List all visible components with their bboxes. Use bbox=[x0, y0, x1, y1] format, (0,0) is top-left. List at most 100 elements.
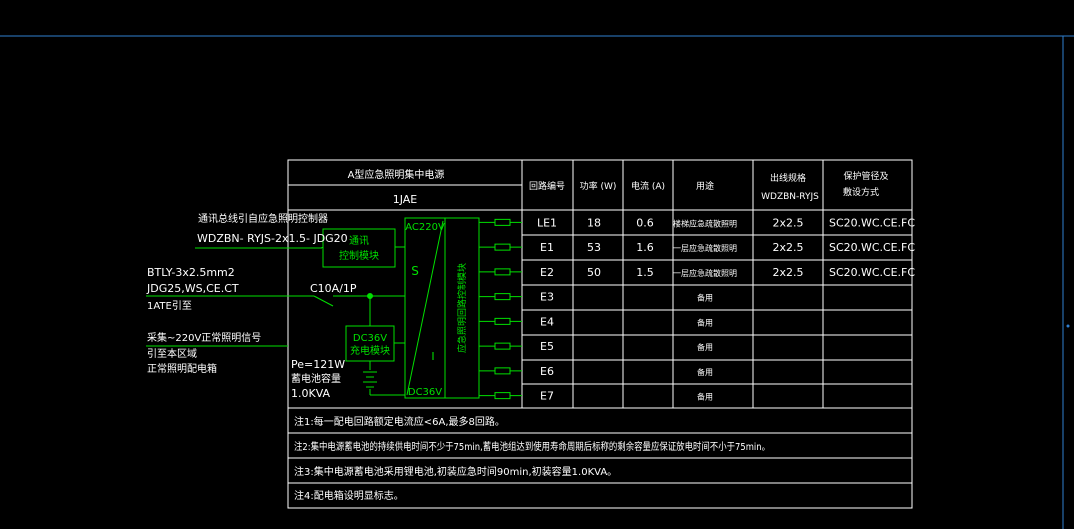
table-row: E4 备用 bbox=[540, 315, 713, 328]
charge-module-label: 充电模块 bbox=[350, 344, 390, 357]
power-cable: BTLY-3x2.5mm2 bbox=[147, 266, 235, 279]
note-4: 注4:配电箱设明显标志。 bbox=[294, 489, 404, 502]
table-grid bbox=[287, 159, 913, 509]
fuse-icon bbox=[494, 342, 511, 350]
table-row: E3 备用 bbox=[540, 291, 713, 304]
distribution-module-label: 应急照明回路控制模块 bbox=[456, 263, 468, 353]
fuse-icon bbox=[494, 367, 511, 375]
dc-voltage-label: DC36V bbox=[408, 387, 442, 398]
cable-spec: 2x2.5 bbox=[772, 266, 803, 279]
circuit-id: E7 bbox=[540, 390, 554, 403]
usage-text: 备用 bbox=[697, 342, 713, 352]
circuit-output-line bbox=[479, 218, 522, 226]
usage-text: 备用 bbox=[697, 317, 713, 327]
fuse-icon bbox=[494, 218, 511, 226]
comm-control-module bbox=[322, 228, 396, 268]
note-1: 注1:每一配电回路额定电流应<6A,最多8回路。 bbox=[294, 415, 505, 428]
table-row: E1 53 1.6 一层应急疏散照明 2x2.5 SC20.WC.CE.FC bbox=[540, 241, 915, 254]
comm-module-label: 通讯 bbox=[349, 235, 369, 247]
power-value: 18 bbox=[587, 216, 601, 229]
power-source: 1ATE引至 bbox=[147, 300, 192, 312]
signal-source: 采集~220V正常照明信号 bbox=[147, 331, 261, 344]
usage-text: 一层应急疏散照明 bbox=[673, 268, 737, 278]
table-row: E6 备用 bbox=[540, 365, 713, 378]
circuit-id: E6 bbox=[540, 365, 554, 378]
component-labels: 通讯 控制模块 DC36V 充电模块 AC220V DC36V S I 应急照明… bbox=[339, 222, 468, 398]
drawing-frame bbox=[0, 35, 1074, 529]
header-usage: 用途 bbox=[696, 180, 714, 192]
usage-text: 备用 bbox=[697, 293, 713, 303]
header-circuit: 回路编号 bbox=[529, 180, 565, 192]
circuit-output-line bbox=[479, 367, 522, 375]
circuit-id: E3 bbox=[540, 291, 554, 304]
fuse-icon bbox=[494, 268, 511, 276]
circuit-output-line bbox=[479, 293, 522, 301]
circuit-id: E2 bbox=[540, 266, 554, 279]
battery-power: Pe=121W bbox=[291, 358, 345, 371]
power-laying: JDG25,WS,CE.CT bbox=[146, 282, 239, 295]
cable-spec: 2x2.5 bbox=[772, 241, 803, 254]
usage-text: 楼梯应急疏散照明 bbox=[673, 218, 737, 228]
circuit-output-line bbox=[479, 317, 522, 325]
circuit-id: E4 bbox=[540, 315, 554, 328]
distribution-module bbox=[444, 217, 480, 399]
comm-module-label-2: 控制模块 bbox=[339, 249, 379, 262]
breaker-rating: C10A/1P bbox=[310, 282, 357, 295]
circuit-output-line bbox=[479, 268, 522, 276]
wiring bbox=[146, 217, 480, 399]
protection-spec: SC20.WC.CE.FC bbox=[829, 241, 915, 254]
table-row: E2 50 1.5 一层应急疏散照明 2x2.5 SC20.WC.CE.FC bbox=[540, 266, 915, 279]
header-power: 功率 (W) bbox=[580, 180, 617, 192]
fuse-icon bbox=[494, 392, 511, 400]
fuse-icon bbox=[494, 243, 511, 251]
note-3: 注3:集中电源蓄电池采用锂电池,初装应急时间90min,初装容量1.0KVA。 bbox=[294, 465, 617, 478]
header-cable-type: WDZBN-RYJS bbox=[761, 192, 819, 202]
frame-marker bbox=[1066, 324, 1070, 328]
charge-module-voltage: DC36V bbox=[353, 333, 387, 344]
circuit-id: E5 bbox=[540, 340, 554, 353]
signal-panel: 正常照明配电箱 bbox=[147, 362, 217, 375]
left-labels: 通讯总线引自应急照明控制器 WDZBN- RYJS-2x1.5- JDG20 B… bbox=[146, 212, 357, 400]
table-row: LE1 18 0.6 楼梯应急疏散照明 2x2.5 SC20.WC.CE.FC bbox=[537, 216, 915, 229]
converter-s-mark: S bbox=[411, 264, 419, 278]
comm-bus-cable: WDZBN- RYJS-2x1.5- JDG20 bbox=[197, 232, 348, 245]
header-current: 电流 (A) bbox=[631, 180, 665, 192]
protection-spec: SC20.WC.CE.FC bbox=[829, 266, 915, 279]
signal-area: 引至本区域 bbox=[147, 347, 197, 360]
cable-spec: 2x2.5 bbox=[772, 216, 803, 229]
notes: 注1:每一配电回路额定电流应<6A,最多8回路。 注2:集中电源蓄电池的持续供电… bbox=[294, 415, 770, 502]
table-row: E5 备用 bbox=[540, 340, 713, 353]
current-value: 0.6 bbox=[636, 216, 654, 229]
fuse-icon bbox=[494, 317, 511, 325]
battery-capacity-label: 蓄电池容量 bbox=[291, 372, 341, 385]
usage-text: 一层应急疏散照明 bbox=[673, 243, 737, 253]
header-protection: 保护管径及 bbox=[843, 170, 888, 182]
circuit-id: LE1 bbox=[537, 216, 557, 229]
circuit-id: E1 bbox=[540, 241, 554, 254]
circuit-output-line bbox=[479, 342, 522, 350]
battery-capacity: 1.0KVA bbox=[291, 387, 331, 400]
current-value: 1.6 bbox=[636, 241, 654, 254]
circuit-output-line bbox=[479, 392, 522, 400]
header-cable: 出线规格 bbox=[770, 172, 806, 184]
current-value: 1.5 bbox=[636, 266, 654, 279]
ac-voltage-label: AC220V bbox=[405, 222, 445, 233]
table-header: 回路编号 功率 (W) 电流 (A) 用途 出线规格 WDZBN-RYJS 保护… bbox=[529, 170, 889, 202]
comm-bus-source: 通讯总线引自应急照明控制器 bbox=[198, 212, 328, 225]
table-row: E7 备用 bbox=[540, 390, 713, 403]
usage-text: 备用 bbox=[697, 392, 713, 402]
fuse-icon bbox=[494, 293, 511, 301]
note-2: 注2:集中电源蓄电池的持续供电时间不少于75min,蓄电池组达到使用寿命周期后标… bbox=[294, 440, 770, 453]
power-value: 53 bbox=[587, 241, 601, 254]
panel-code: 1JAE bbox=[393, 193, 418, 206]
usage-text: 备用 bbox=[697, 367, 713, 377]
circuit-output-line bbox=[479, 243, 522, 251]
panel-title: A型应急照明集中电源 bbox=[348, 168, 445, 181]
power-value: 50 bbox=[587, 266, 601, 279]
header-protection-method: 敷设方式 bbox=[843, 186, 879, 198]
protection-spec: SC20.WC.CE.FC bbox=[829, 216, 915, 229]
circuit-outputs bbox=[479, 218, 522, 400]
converter-i-mark: I bbox=[431, 350, 434, 363]
